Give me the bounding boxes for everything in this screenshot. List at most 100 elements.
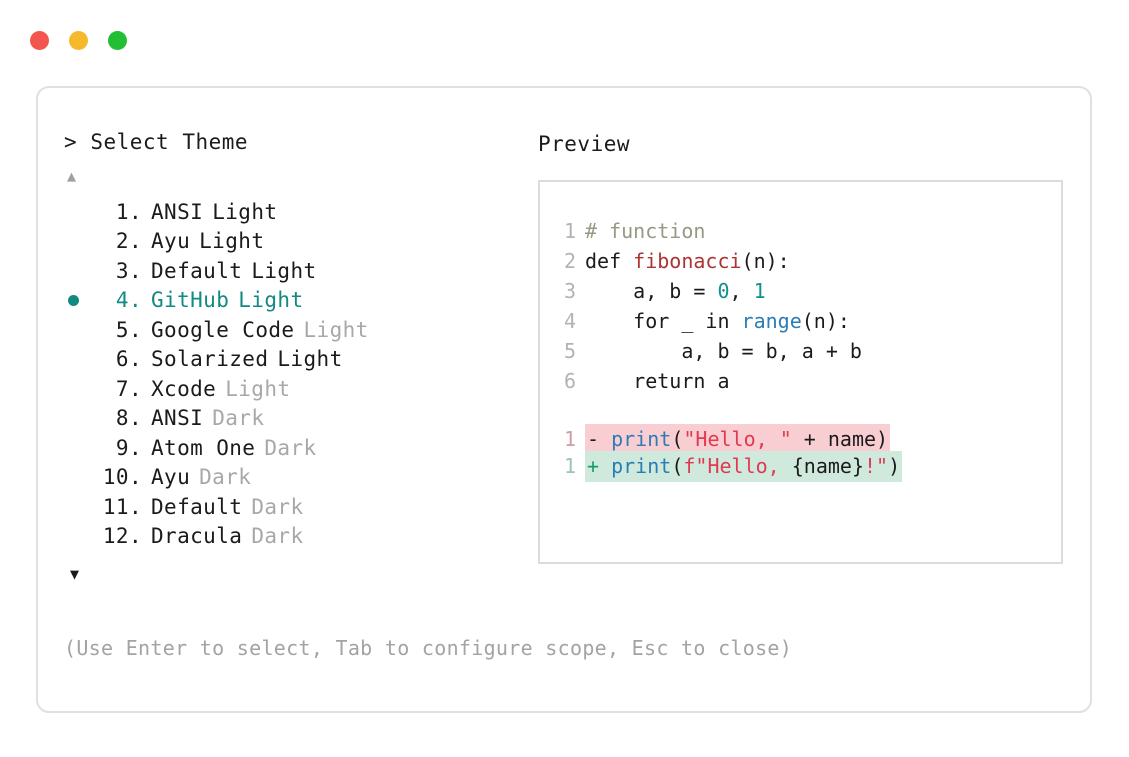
code-line-number: 1 [563, 219, 576, 243]
theme-list-item[interactable]: 8. ANSI Dark [64, 404, 534, 434]
code-token: 1 [753, 279, 766, 303]
theme-item-name: Dracula [151, 524, 243, 549]
code-token: 0 [717, 279, 730, 303]
code-token: def [585, 249, 634, 273]
code-line-number: 4 [563, 309, 576, 333]
code-token: # function [585, 219, 706, 243]
theme-item-variant-tag: Dark [251, 524, 304, 549]
code-token: fibonacci [633, 249, 742, 273]
diff-sign: - [587, 427, 612, 451]
theme-item-name: Atom One [151, 435, 256, 460]
theme-item-variant-tag: Light [238, 288, 304, 313]
theme-item-variant-tag: Light [251, 258, 317, 283]
scroll-down-indicator-icon[interactable]: ▼ [70, 565, 80, 583]
theme-item-name: GitHub [151, 288, 230, 313]
code-line-number: 5 [563, 339, 576, 363]
theme-item-variant-tag: Light [212, 199, 278, 224]
theme-item-number: 7. [115, 376, 142, 401]
selected-bullet-icon [68, 294, 79, 306]
diff-line-removed: 1 - print("Hello, " + name) [558, 424, 1061, 455]
prompt-symbol: > [64, 130, 78, 154]
theme-item-variant-tag: Dark [264, 435, 317, 460]
code-token: ( [671, 454, 684, 478]
code-token: ) [888, 454, 901, 478]
code-token: print [611, 454, 672, 478]
code-token: for _ in [585, 309, 742, 333]
maximize-window-button[interactable] [108, 31, 127, 50]
theme-list-item[interactable]: 3. Default Light [64, 256, 534, 286]
code-blank-line [558, 396, 1061, 426]
code-token: , [729, 279, 754, 303]
code-token: print [611, 427, 672, 451]
theme-item-number: 4. [115, 288, 142, 313]
theme-item-name: ANSI [151, 406, 204, 431]
code-line: 4 for _ in range(n): [558, 306, 1061, 336]
diff-highlight: + print(f"Hello, {name}!") [585, 451, 903, 482]
theme-item-number: 11. [102, 494, 142, 519]
theme-list-item[interactable]: 12. Dracula Dark [64, 522, 534, 552]
theme-item-number: 10. [102, 465, 142, 490]
code-line: 1 # function [558, 216, 1061, 246]
theme-item-name: Xcode [151, 376, 217, 401]
theme-item-number: 6. [115, 347, 142, 372]
code-token: "Hello, " [683, 427, 792, 451]
diff-line-number: 1 [563, 454, 576, 478]
theme-item-name: Default [151, 494, 243, 519]
theme-item-number: 12. [102, 524, 142, 549]
theme-list-item[interactable]: 4. GitHub Light [64, 286, 534, 316]
theme-item-number: 8. [115, 406, 142, 431]
theme-item-variant-tag: Light [199, 229, 265, 254]
keyboard-hint-text: (Use Enter to select, Tab to configure s… [64, 636, 793, 660]
page-title-text: Select Theme [90, 130, 249, 154]
code-token: (n): [801, 309, 850, 333]
code-token: {name} [791, 454, 864, 478]
theme-item-variant-tag: Dark [212, 406, 265, 431]
code-line-number: 6 [563, 369, 576, 393]
theme-item-number: 5. [115, 317, 142, 342]
theme-list-item[interactable]: 7. Xcode Light [64, 374, 534, 404]
code-token: a, b = b, a + b [585, 339, 862, 363]
minimize-window-button[interactable] [69, 31, 88, 50]
code-token: + name) [791, 427, 889, 451]
code-token: (n): [741, 249, 790, 273]
theme-item-number: 3. [115, 258, 142, 283]
theme-list-item[interactable]: 11. Default Dark [64, 492, 534, 522]
diff-highlight: - print("Hello, " + name) [585, 424, 891, 455]
preview-label: Preview [538, 132, 631, 156]
theme-item-variant-tag: Light [225, 376, 291, 401]
theme-item-variant-tag: Dark [251, 494, 304, 519]
diff-sign: + [587, 454, 612, 478]
code-line: 6 return a [558, 366, 1061, 396]
theme-list-item[interactable]: 2. Ayu Light [64, 227, 534, 257]
theme-item-name: Ayu [151, 229, 191, 254]
close-window-button[interactable] [30, 31, 49, 50]
theme-list-item[interactable]: 1. ANSI Light [64, 197, 534, 227]
code-token: f"Hello, [683, 454, 792, 478]
theme-item-number: 1. [115, 199, 142, 224]
code-token: !" [863, 454, 889, 478]
theme-item-name: ANSI [151, 199, 204, 224]
theme-item-name: Ayu [151, 465, 191, 490]
page-title: > Select Theme [64, 132, 534, 153]
diff-line-number: 1 [563, 427, 576, 451]
theme-item-number: 2. [115, 229, 142, 254]
code-line-number: 3 [563, 279, 576, 303]
diff-line-added: 1 + print(f"Hello, {name}!") [558, 451, 1061, 482]
code-token: a, b = [585, 279, 718, 303]
theme-item-name: Default [151, 258, 243, 283]
code-line: 5 a, b = b, a + b [558, 336, 1061, 366]
code-token: range [741, 309, 802, 333]
code-line: 3 a, b = 0, 1 [558, 276, 1061, 306]
scroll-up-indicator-icon[interactable]: ▲ [67, 167, 77, 185]
